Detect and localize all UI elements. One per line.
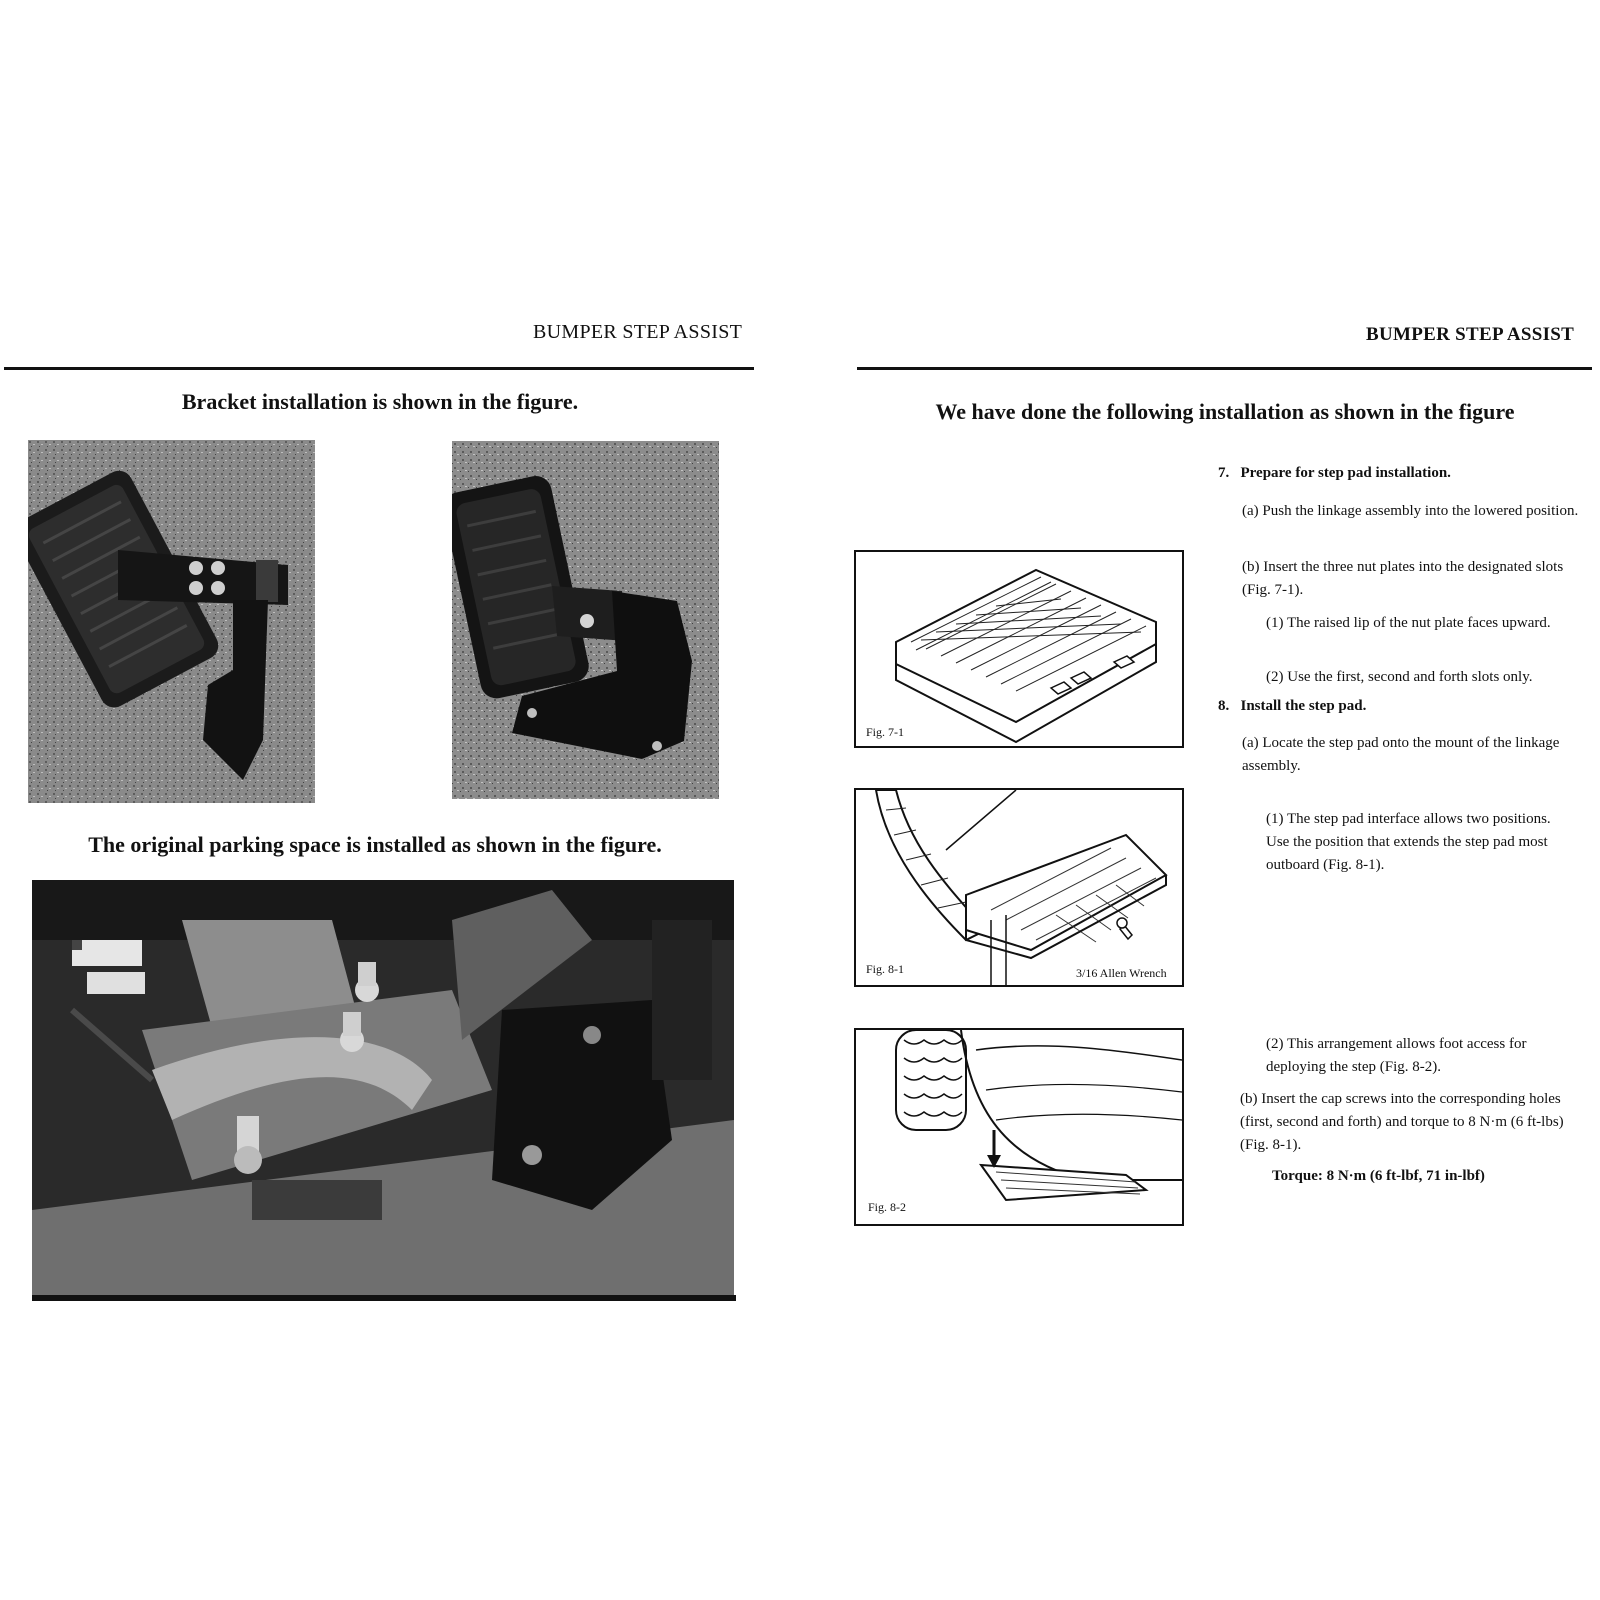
step-8: 8. Install the step pad. (1218, 698, 1367, 714)
fig-8-1-label: Fig. 8-1 (866, 962, 905, 976)
step-7: 7. Prepare for step pad installation. (1218, 465, 1451, 481)
step-7a: (a) Push the linkage assembly into the l… (1242, 503, 1579, 519)
step-8b: (b) Insert the cap screws into the corre… (1240, 1091, 1564, 1153)
right-page-header: BUMPER STEP ASSIST (1366, 324, 1575, 345)
step-8a: (a) Locate the step pad onto the mount o… (1242, 735, 1560, 774)
bracket-heading: Bracket installation is shown in the fig… (181, 389, 579, 414)
fig-7-1-label: Fig. 7-1 (866, 725, 905, 739)
left-header-rule (4, 367, 754, 370)
installed-frame-photo (32, 880, 734, 1297)
left-page-header: BUMPER STEP ASSIST (533, 321, 743, 343)
figure-8-2: Fig. 8-2 (854, 1028, 1184, 1226)
right-heading: We have done the following installation … (935, 399, 1515, 424)
figure-8-1: Fig. 8-1 3/16 Allen Wrench (854, 788, 1184, 987)
step-7b: (b) Insert the three nut plates into the… (1242, 559, 1564, 598)
step-8a-2: (2) This arrangement allows foot access … (1266, 1036, 1527, 1075)
step-8a-1: (1) The step pad interface allows two po… (1266, 811, 1551, 873)
figure-7-1: Fig. 7-1 (854, 550, 1184, 748)
bracket-photo-1 (28, 440, 315, 803)
parking-heading: The original parking space is installed … (88, 832, 662, 857)
bracket-photo-2 (452, 441, 719, 799)
right-header-rule (857, 367, 1592, 370)
step-7b-1: (1) The raised lip of the nut plate face… (1266, 615, 1551, 631)
fig-8-2-label: Fig. 8-2 (868, 1200, 907, 1214)
fig-8-1-tool-label: 3/16 Allen Wrench (1076, 966, 1167, 980)
step-7b-2: (2) Use the first, second and forth slot… (1266, 669, 1533, 685)
left-bottom-rule (32, 1295, 736, 1301)
torque-spec: Torque: 8 N·m (6 ft-lbf, 71 in-lbf) (1272, 1168, 1485, 1184)
